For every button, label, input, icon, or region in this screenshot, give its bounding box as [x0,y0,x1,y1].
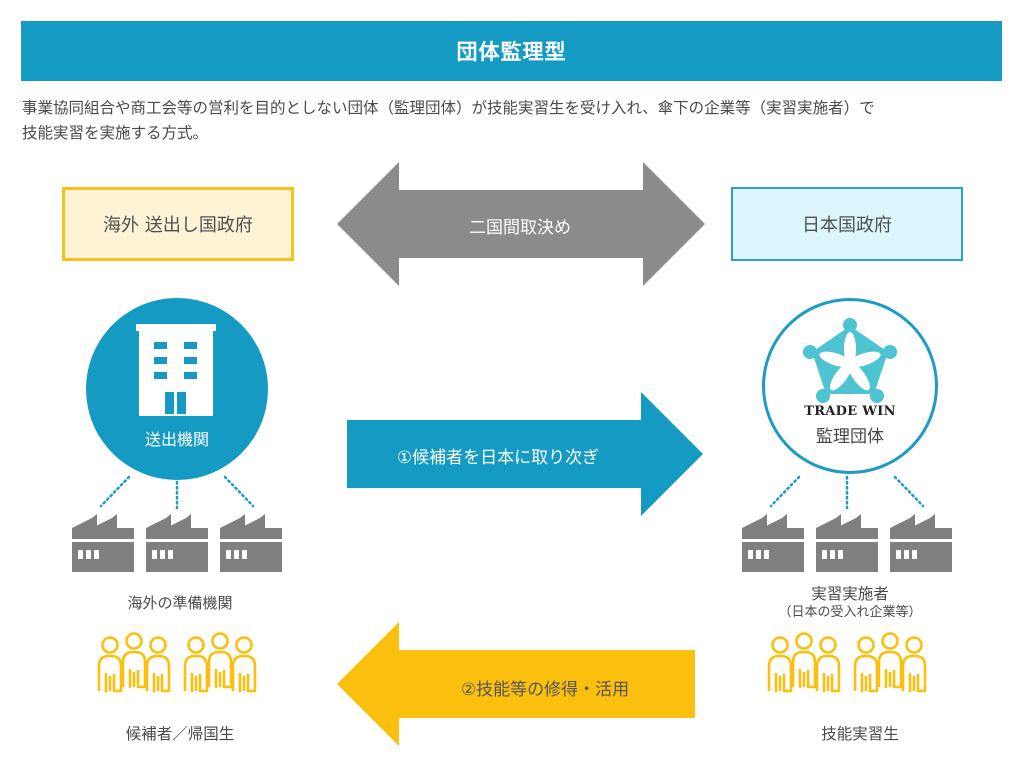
description: 事業協同組合や商工会等の営利を目的としない団体（監理団体）が技能実習生を受け入れ… [22,96,1012,146]
trade-win-logo-text: TRADE WIN [804,404,896,419]
trade-win-logo-icon [803,318,897,403]
sending-organization-label: 送出機関 [144,430,209,449]
training-implementer-sublabel: （日本の受入れ企業等） [778,605,922,620]
overseas-preparation-label: 海外の準備機関 [127,594,233,612]
bilateral-agreement-label: 二国間取決め [469,218,571,238]
description-line-2: 技能実習を実施する方式。 [22,124,209,142]
sending-government-box: 海外 送出し国政府 [62,187,294,261]
people-group-icon [853,632,927,693]
description-line-1: 事業協同組合や商工会等の営利を目的としない団体（監理団体）が技能実習生を受け入れ… [22,99,875,117]
japan-government-box: 日本国政府 [731,187,963,261]
factory-icon [146,514,208,572]
building-icon [136,324,216,416]
japan-government-label: 日本国政府 [802,215,892,236]
step1-label: ①候補者を日本に取り次ぎ [396,448,600,468]
training-implementer-label: 実習実施者 [811,585,889,603]
page-title: 団体監理型 [456,40,567,64]
technical-intern-label: 技能実習生 [821,725,899,743]
factory-icon [742,514,804,572]
factory-icon [816,514,878,572]
people-group-icon [183,632,257,693]
candidates-returnees-label: 候補者／帰国生 [125,725,235,743]
supervising-organization-label: 監理団体 [816,427,884,447]
sending-government-label: 海外 送出し国政府 [103,215,253,236]
people-group-icon [767,632,841,693]
factory-icon [220,514,282,572]
factory-icon [72,514,134,572]
factory-icon [890,514,952,572]
people-group-icon [97,632,171,693]
step2-label: ②技能等の修得・活用 [460,680,630,700]
header-banner: 団体監理型 [21,21,1002,81]
